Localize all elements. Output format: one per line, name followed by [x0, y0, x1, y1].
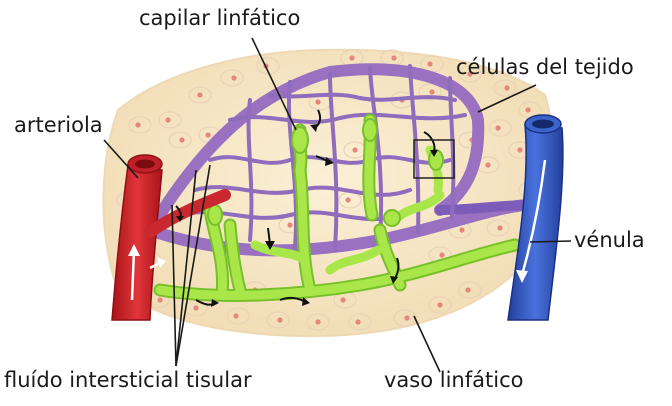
cell-nucleus [355, 319, 360, 324]
cell-nucleus [287, 222, 292, 227]
label-celulas-del-tejido: células del tejido [456, 55, 634, 79]
cell-nucleus [404, 315, 409, 320]
cell-nucleus [429, 89, 434, 94]
cell-nucleus [504, 85, 509, 90]
cell-nucleus [495, 125, 500, 130]
cell-nucleus [349, 55, 354, 60]
cell-nucleus [179, 137, 184, 142]
cell-nucleus [233, 313, 238, 318]
label-fluido-intersticial: fluído intersticial tisular [4, 368, 252, 392]
cell-nucleus [165, 117, 170, 122]
cell-nucleus [439, 252, 444, 257]
label-arteriola: arteriola [14, 113, 103, 137]
cell-nucleus [315, 319, 320, 324]
cell-nucleus [427, 61, 432, 66]
cell-nucleus [340, 297, 345, 302]
cell-nucleus [193, 305, 198, 310]
label-vaso-linfatico: vaso linfático [384, 368, 523, 392]
label-venula: vénula [574, 228, 645, 252]
cell-nucleus [157, 297, 162, 302]
cell-nucleus [231, 75, 236, 80]
cell-nucleus [197, 92, 202, 97]
cell-nucleus [135, 122, 140, 127]
cell-nucleus [459, 227, 464, 232]
cell-nucleus [497, 225, 502, 230]
cell-nucleus [391, 55, 396, 60]
cell-nucleus [345, 197, 350, 202]
cell-nucleus [315, 99, 320, 104]
cell-nucleus [485, 162, 490, 167]
label-capilar-linfatico: capilar linfático [139, 6, 300, 30]
cell-nucleus [517, 147, 522, 152]
cell-nucleus [437, 302, 442, 307]
cell-nucleus [277, 317, 282, 322]
cell-nucleus [465, 287, 470, 292]
cell-nucleus [352, 147, 357, 152]
cell-nucleus [205, 132, 210, 137]
cell-nucleus [525, 107, 530, 112]
